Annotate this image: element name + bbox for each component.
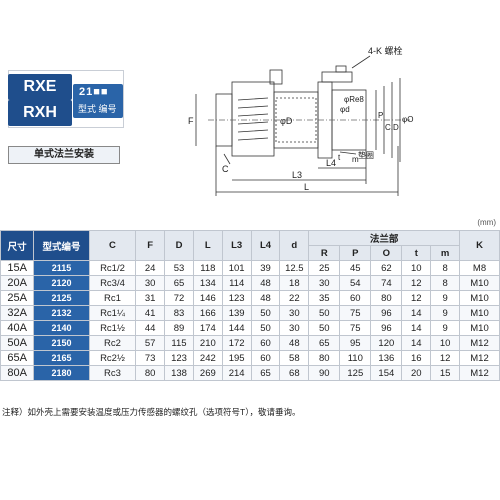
col-f: F bbox=[135, 230, 166, 261]
col-l4: L4 bbox=[250, 230, 281, 261]
col-p: P bbox=[339, 245, 372, 261]
type-code-label: 型式 编号 bbox=[78, 104, 117, 114]
dim-t: t bbox=[338, 153, 341, 162]
footnote: 注释）如外壳上需要安装温度或压力传感器的螺纹孔（选项符号T），敬请垂询。 bbox=[2, 407, 301, 417]
spec-table: 尺寸 型式编号 C F D L L3 L4 d 法兰部 K R P O t m … bbox=[0, 230, 500, 381]
dim-d-small: φd bbox=[340, 105, 350, 114]
dim-l3: L3 bbox=[292, 170, 302, 180]
model-badge-rxe: RXE bbox=[8, 74, 72, 100]
col-t: t bbox=[401, 245, 432, 261]
dim-l4: L4 bbox=[326, 158, 336, 168]
table-row: 50A 2150 Rc2 57 115 210 172 60 48 65 95 … bbox=[0, 335, 500, 351]
col-size: 尺寸 bbox=[0, 230, 35, 261]
dim-f: F bbox=[188, 116, 194, 126]
dim-o: φO bbox=[402, 115, 413, 124]
dim-cd: C.D bbox=[385, 123, 399, 132]
dim-d: φD bbox=[280, 116, 293, 126]
col-m: m bbox=[430, 245, 461, 261]
dim-l: L bbox=[304, 182, 309, 192]
dim-re8: φRe8 bbox=[344, 95, 364, 104]
type-code-panel: 21■■ 型式 编号 bbox=[73, 84, 123, 118]
table-row: 20A 2120 Rc3/4 30 65 134 114 48 18 30 54… bbox=[0, 275, 500, 291]
table-row: 25A 2125 Rc1 31 72 146 123 48 22 35 60 8… bbox=[0, 290, 500, 306]
col-r: R bbox=[308, 245, 341, 261]
gasket-label: 垫圈 bbox=[358, 150, 374, 160]
technical-drawing: 4-K 螺栓 垫圈 F C φD L L3 L4 t m φd φRe8 P C… bbox=[188, 45, 413, 196]
dim-p: P bbox=[378, 111, 383, 120]
table-row: 40A 2140 Rc1½ 44 89 174 144 50 30 50 75 … bbox=[0, 320, 500, 336]
dim-m: m bbox=[352, 155, 359, 164]
table-row: 15A 2115 Rc1/2 24 53 118 101 39 12.5 25 … bbox=[0, 260, 500, 276]
table-row: 32A 2132 Rc1¼ 41 83 166 139 50 30 50 75 … bbox=[0, 305, 500, 321]
col-l: L bbox=[192, 230, 223, 261]
col-group-flange: 法兰部 bbox=[308, 230, 461, 246]
mount-type-label: 单式法兰安装 bbox=[8, 146, 120, 164]
dim-c: C bbox=[222, 164, 229, 174]
col-d: D bbox=[164, 230, 194, 261]
model-badge-rxh: RXH bbox=[8, 100, 72, 126]
table-row: 65A 2165 Rc2½ 73 123 242 195 60 58 80 11… bbox=[0, 350, 500, 366]
unit-label: (mm) bbox=[477, 218, 496, 227]
col-l3: L3 bbox=[221, 230, 252, 261]
col-c: C bbox=[88, 230, 137, 261]
col-k: K bbox=[459, 230, 500, 261]
table-row: 80A 2180 Rc3 80 138 269 214 65 68 90 125… bbox=[0, 365, 500, 381]
col-d-small: d bbox=[279, 230, 310, 261]
type-code: 21■■ bbox=[79, 86, 109, 98]
bolt-label: 4-K 螺栓 bbox=[368, 45, 403, 56]
col-o: O bbox=[370, 245, 403, 261]
col-model: 型式编号 bbox=[33, 230, 90, 261]
